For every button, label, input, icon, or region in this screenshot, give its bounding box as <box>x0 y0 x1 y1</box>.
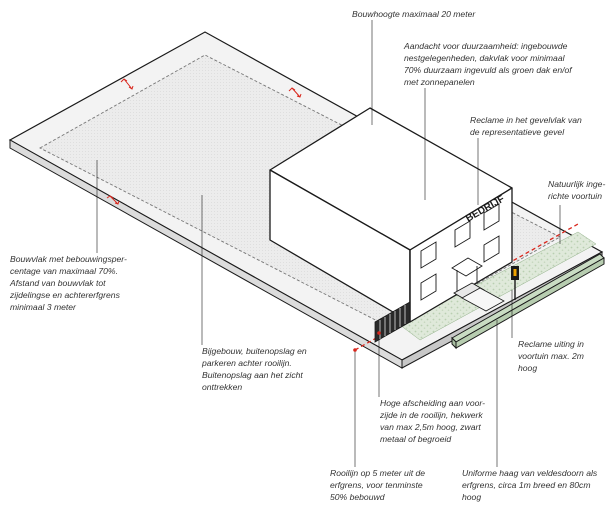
annotation-bouwvlak: Bouwvlak met bebouwingsper- centage van … <box>10 254 127 312</box>
voortuin-grass <box>399 231 597 341</box>
leader-lines <box>96 20 561 467</box>
annotation-reclame-voortuin: Reclame uiting in voortuin max. 2m hoog <box>518 339 584 373</box>
annotation-reclame-gevel: Reclame in het gevelvlak van de represen… <box>470 115 582 137</box>
building-windows <box>420 203 500 301</box>
leader-dots <box>353 331 381 352</box>
entrance-canopy <box>451 257 485 301</box>
annotation-duurzaamheid: Aandacht voor duurzaamheid: ingebouwde n… <box>404 41 572 87</box>
annotation-afscheiding: Hoge afscheiding aan voor- zijde in de r… <box>380 398 485 444</box>
entrance-path <box>461 287 505 312</box>
voortuin-sign <box>511 266 519 300</box>
fence <box>374 301 411 343</box>
annotation-rooilijn: Rooilijn op 5 meter uit de erfgrens, voo… <box>330 468 426 502</box>
setback-markers <box>106 78 302 205</box>
annotation-bouwhoogte: Bouwhoogte maximaal 20 meter <box>352 9 476 19</box>
annotation-haag: Uniforme haag van veldesdoorn als erfgre… <box>462 468 598 502</box>
annotation-voortuin: Natuurlijk inge- richte voortuin <box>548 179 606 201</box>
annotation-bijgebouw: Bijgebouw, buitenopslag en parkeren acht… <box>202 346 307 392</box>
hedge <box>451 253 605 350</box>
